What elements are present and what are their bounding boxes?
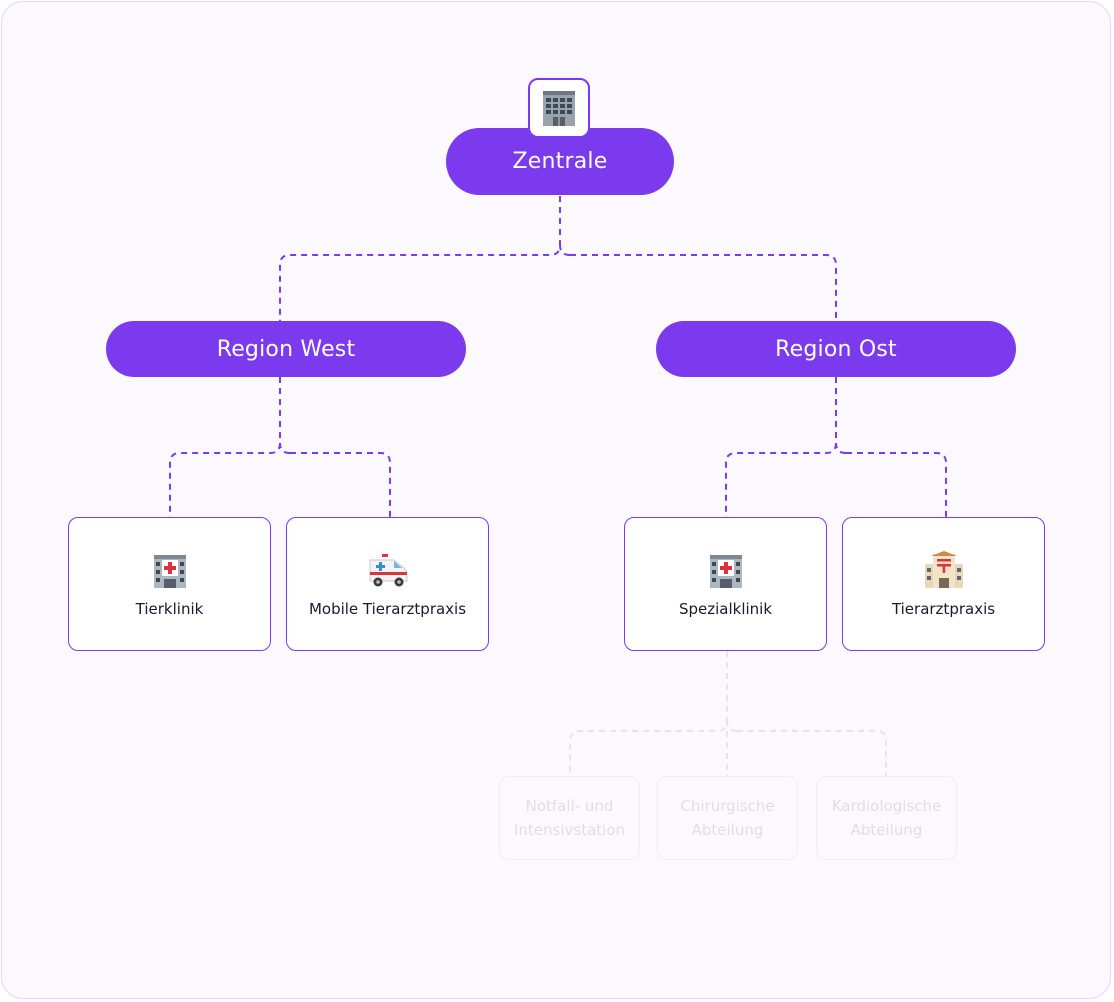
unit-label: Tierarztpraxis — [891, 600, 996, 618]
connector-root-regions — [279, 196, 837, 321]
hospital-icon — [709, 555, 742, 588]
department-node-notfall: Notfall- und Intensivstation — [499, 776, 640, 860]
region-ost-label: Region Ost — [775, 336, 897, 362]
department-label: Kardiologische Abteilung — [831, 797, 942, 839]
office-building-icon — [543, 91, 575, 126]
unit-card-tierklinik: Tierklinik — [68, 517, 271, 651]
department-label: Notfall- und Intensivstation — [513, 797, 626, 839]
root-icon-badge — [528, 78, 590, 138]
unit-card-tierarztpraxis: Tierarztpraxis — [842, 517, 1045, 651]
japanese-post-office-icon — [924, 551, 963, 588]
region-ost-node: Region Ost — [656, 321, 1016, 377]
department-node-kardiologie: Kardiologische Abteilung — [816, 776, 957, 860]
unit-card-spezialklinik: Spezialklinik — [624, 517, 827, 651]
hospital-icon — [153, 555, 186, 588]
root-label: Zentrale — [512, 149, 608, 174]
unit-card-mobile-tierarztpraxis: Mobile Tierarztpraxis — [286, 517, 489, 651]
region-west-node: Region West — [106, 321, 466, 377]
root-node: Zentrale — [446, 128, 674, 195]
connector-spezial-departments — [569, 651, 887, 776]
unit-label: Spezialklinik — [678, 600, 773, 618]
unit-label: Mobile Tierarztpraxis — [308, 600, 467, 618]
ambulance-icon — [369, 554, 407, 587]
connector-west-units — [169, 377, 391, 517]
unit-label: Tierklinik — [135, 600, 204, 618]
department-label: Chirurgische Abteilung — [680, 797, 775, 839]
region-west-label: Region West — [216, 336, 356, 362]
department-node-chirurgie: Chirurgische Abteilung — [657, 776, 798, 860]
connector-ost-units — [725, 377, 947, 517]
